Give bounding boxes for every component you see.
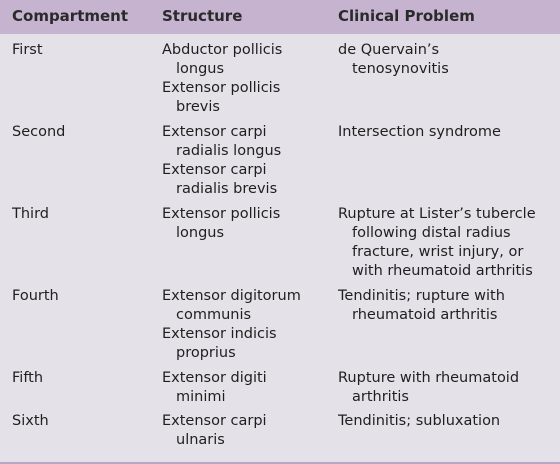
structure-cell: Extensor digitorum communis Extensor ind…	[162, 287, 332, 363]
structure-line: Extensor digiti	[162, 370, 267, 386]
problem-line: Rupture with rheumatoid	[338, 370, 520, 386]
header-structure: Structure	[162, 7, 243, 25]
header-compartment: Compartment	[12, 7, 129, 25]
problem-cell: Intersection syndrome	[338, 123, 556, 142]
structure-cell: Extensor carpi ulnaris	[162, 412, 332, 450]
structure-line: brevis	[176, 99, 220, 115]
problem-line: tenosynovitis	[352, 61, 449, 77]
problem-line: Tendinitis; rupture with	[338, 288, 505, 304]
problem-line: Rupture at Lister’s tubercle	[338, 206, 536, 222]
structure-line: Abductor pollicis	[162, 42, 283, 58]
problem-cell: Tendinitis; subluxation	[338, 412, 556, 431]
structure-line: Extensor digitorum	[162, 288, 301, 304]
structure-cell: Extensor carpi radialis longus Extensor …	[162, 123, 332, 199]
compartment-cell: Third	[12, 206, 49, 222]
structure-line: Extensor indicis	[162, 326, 277, 342]
compartment-cell: Fifth	[12, 370, 44, 386]
problem-cell: Rupture at Lister’s tubercle following d…	[338, 205, 556, 281]
structure-cell: Abductor pollicis longus Extensor pollic…	[162, 41, 332, 117]
header-clinical-problem: Clinical Problem	[338, 7, 475, 25]
structure-cell: Extensor pollicis longus	[162, 205, 332, 243]
problem-line: following distal radius	[352, 225, 511, 241]
problem-cell: Tendinitis; rupture with rheumatoid arth…	[338, 287, 556, 325]
structure-line: minimi	[176, 389, 226, 405]
structure-line: longus	[176, 61, 225, 77]
problem-line: arthritis	[352, 389, 409, 405]
structure-line: ulnaris	[176, 432, 225, 448]
structure-line: Extensor carpi	[162, 162, 267, 178]
problem-cell: Rupture with rheumatoid arthritis	[338, 369, 556, 407]
bottom-rule	[0, 462, 560, 464]
structure-line: communis	[176, 307, 252, 323]
compartment-cell: Sixth	[12, 413, 49, 429]
problem-cell: de Quervain’s tenosynovitis	[338, 41, 556, 79]
problem-line: with rheumatoid arthritis	[352, 263, 533, 279]
problem-line: de Quervain’s	[338, 42, 440, 58]
structure-line: radialis brevis	[176, 181, 278, 197]
compartment-cell: First	[12, 42, 43, 58]
table-header: Compartment Structure Clinical Problem	[0, 0, 560, 34]
problem-line: rheumatoid arthritis	[352, 307, 498, 323]
structure-line: proprius	[176, 345, 236, 361]
problem-line: fracture, wrist injury, or	[352, 244, 524, 260]
structure-line: Extensor pollicis	[162, 80, 281, 96]
structure-line: Extensor carpi	[162, 413, 267, 429]
structure-cell: Extensor digiti minimi	[162, 369, 332, 407]
structure-line: radialis longus	[176, 143, 282, 159]
problem-line: Intersection syndrome	[338, 124, 501, 140]
compartment-cell: Second	[12, 124, 66, 140]
structure-line: longus	[176, 225, 225, 241]
structure-line: Extensor pollicis	[162, 206, 281, 222]
compartment-cell: Fourth	[12, 288, 59, 304]
problem-line: Tendinitis; subluxation	[338, 413, 501, 429]
structure-line: Extensor carpi	[162, 124, 267, 140]
